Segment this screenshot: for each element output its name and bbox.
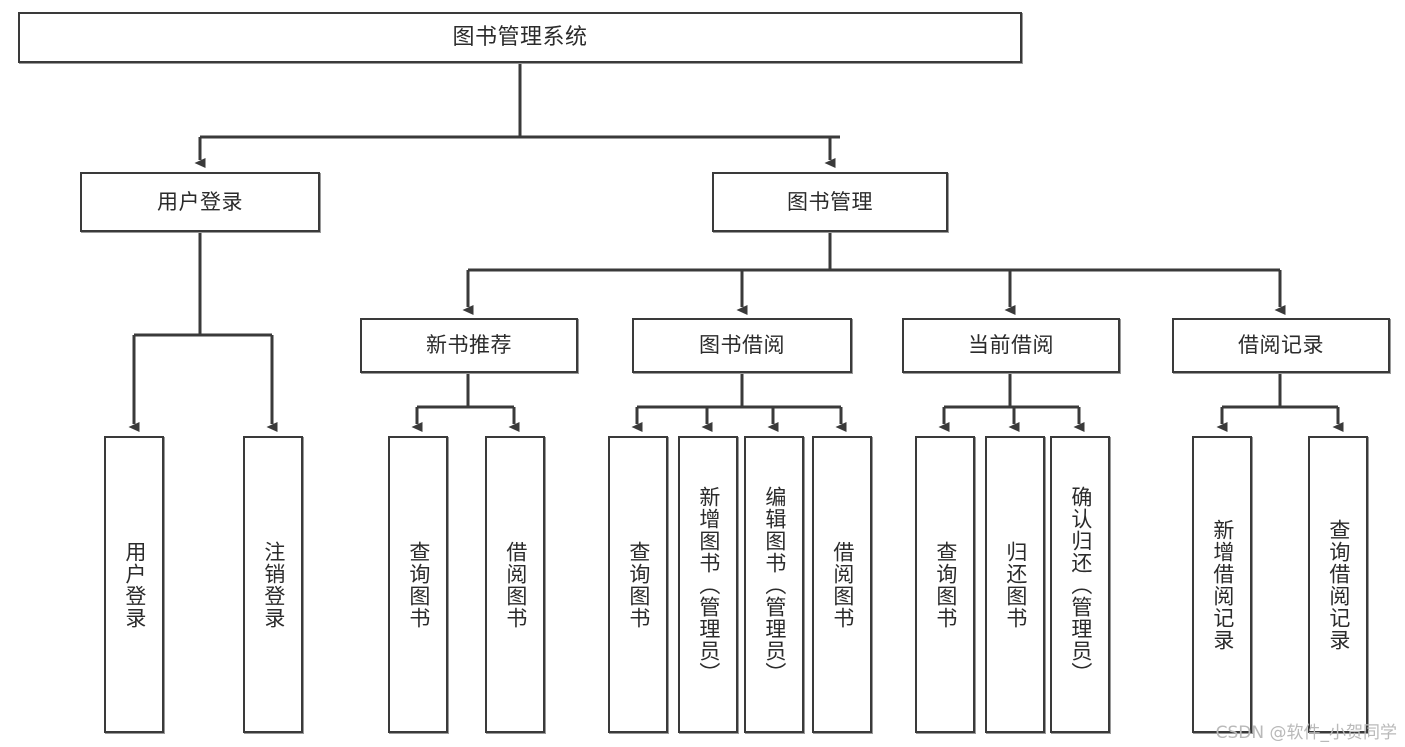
node-label: 查询借阅记录 bbox=[1326, 518, 1351, 651]
node-label: 查询图书 bbox=[933, 540, 958, 629]
node-label: 注销登录 bbox=[261, 540, 286, 629]
node-book-borrow[interactable]: 图书借阅 bbox=[632, 318, 852, 373]
leaf-query-book-current[interactable]: 查询图书 bbox=[915, 436, 975, 733]
node-borrow-record[interactable]: 借阅记录 bbox=[1172, 318, 1390, 373]
node-label: 当前借阅 bbox=[968, 333, 1054, 358]
node-label: 借阅图书 bbox=[503, 540, 528, 629]
node-label: 借阅图书 bbox=[830, 540, 855, 629]
node-label: 图书管理 bbox=[787, 189, 873, 214]
node-new-book-recommend[interactable]: 新书推荐 bbox=[360, 318, 578, 373]
node-label: 确认归还（管理员） bbox=[1068, 485, 1093, 684]
leaf-add-borrow-record[interactable]: 新增借阅记录 bbox=[1192, 436, 1252, 733]
leaf-add-book-admin[interactable]: 新增图书（管理员） bbox=[678, 436, 738, 733]
node-label: 新增图书（管理员） bbox=[696, 485, 721, 684]
leaf-return-book[interactable]: 归还图书 bbox=[985, 436, 1045, 733]
leaf-user-login[interactable]: 用户登录 bbox=[104, 436, 164, 733]
node-label: 查询图书 bbox=[406, 540, 431, 629]
leaf-query-borrow-record[interactable]: 查询借阅记录 bbox=[1308, 436, 1368, 733]
node-label: 新增借阅记录 bbox=[1210, 518, 1235, 651]
leaf-confirm-return-admin[interactable]: 确认归还（管理员） bbox=[1050, 436, 1110, 733]
node-current-borrow[interactable]: 当前借阅 bbox=[902, 318, 1120, 373]
leaf-borrow-book[interactable]: 借阅图书 bbox=[812, 436, 872, 733]
node-label: 归还图书 bbox=[1003, 540, 1028, 629]
node-label: 编辑图书（管理员） bbox=[762, 485, 787, 684]
node-label: 用户登录 bbox=[122, 540, 147, 629]
node-root-book-management-system[interactable]: 图书管理系统 bbox=[18, 12, 1022, 63]
leaf-query-book-borrow[interactable]: 查询图书 bbox=[608, 436, 668, 733]
node-user-login[interactable]: 用户登录 bbox=[80, 172, 320, 232]
leaf-borrow-book-recommend[interactable]: 借阅图书 bbox=[485, 436, 545, 733]
node-label: 图书借阅 bbox=[699, 333, 785, 358]
node-label: 用户登录 bbox=[157, 189, 243, 214]
node-label: 查询图书 bbox=[626, 540, 651, 629]
node-label: 图书管理系统 bbox=[452, 24, 588, 50]
node-book-management[interactable]: 图书管理 bbox=[712, 172, 948, 232]
node-label: 新书推荐 bbox=[426, 333, 512, 358]
leaf-query-book-recommend[interactable]: 查询图书 bbox=[388, 436, 448, 733]
leaf-edit-book-admin[interactable]: 编辑图书（管理员） bbox=[744, 436, 804, 733]
leaf-user-logout[interactable]: 注销登录 bbox=[243, 436, 303, 733]
node-label: 借阅记录 bbox=[1238, 333, 1324, 358]
